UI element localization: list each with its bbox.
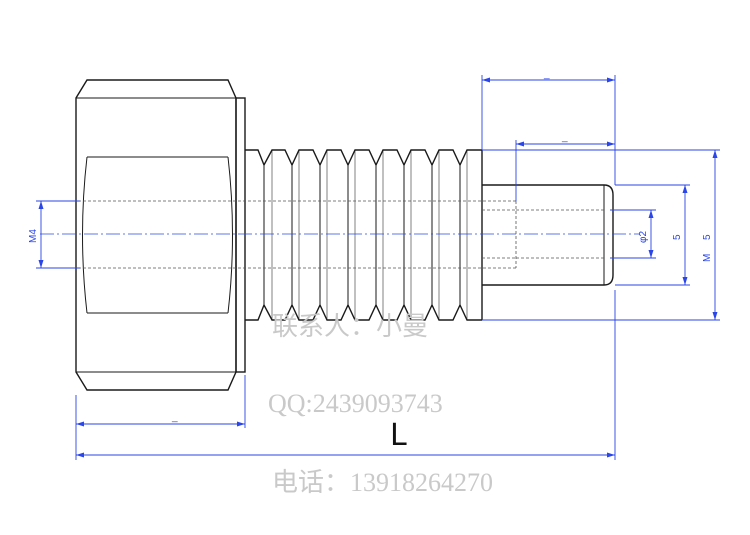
threaded-shank: [245, 149, 483, 321]
dim-top-pin: _: [561, 132, 568, 143]
watermark-phone: 电话：13918264270: [272, 468, 493, 497]
dim-top-overall: _: [543, 69, 550, 80]
collar: [235, 97, 250, 373]
dim-thread-outer-prefix: M: [702, 254, 713, 262]
dim-head-length: _: [171, 412, 178, 423]
hex-head: [75, 79, 237, 391]
dim-pin-outer: 5: [672, 234, 683, 240]
dimension-lines: [36, 75, 720, 460]
dim-thread-inner: M4: [28, 229, 39, 243]
dim-pin-diameter: φ2: [638, 231, 649, 243]
plunger-pin: [482, 184, 614, 286]
dim-overall-length: L: [390, 418, 407, 453]
watermark-contact: 联系人：小曼: [272, 312, 428, 341]
watermark-qq: QQ:2439093743: [268, 389, 443, 418]
dim-thread-outer-value: 5: [702, 234, 713, 240]
hidden-lines: [78, 200, 606, 269]
